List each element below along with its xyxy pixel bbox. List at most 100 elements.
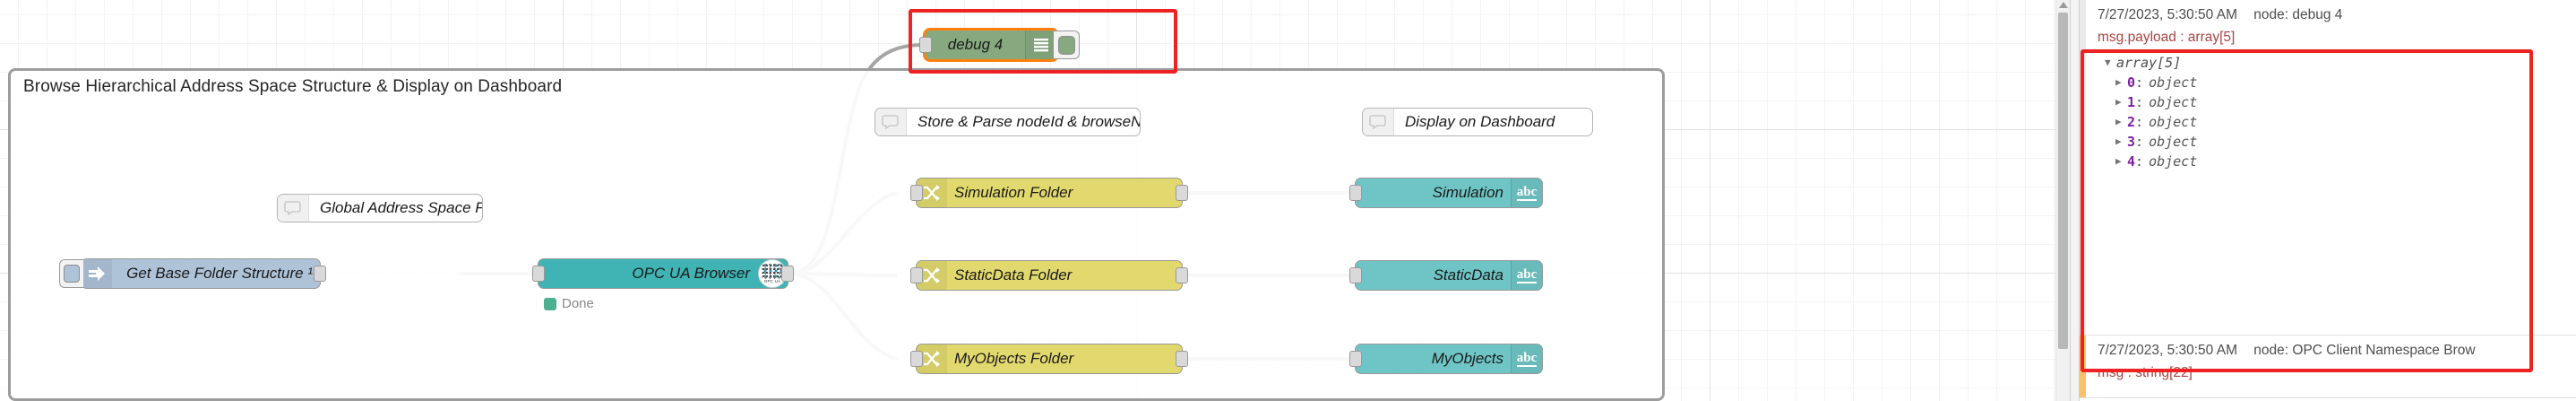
opc-ua-logo-dots [762,263,783,279]
tree-root-label: array[5] [2116,55,2182,71]
comment-label: Store & Parse nodeId & browseName [918,113,1140,130]
tree-root-row[interactable]: ▼ array[5] [2101,53,2568,73]
chevron-right-icon[interactable]: ▶ [2115,116,2122,127]
status-label: Done [562,296,594,311]
abc-text-icon: abc [1511,344,1542,373]
inject-node-label: Get Base Folder Structure ¹ [126,265,313,282]
debug-sidebar-panel[interactable]: 7/27/2023, 5:30:50 AM node: debug 4 msg.… [2079,0,2576,401]
tree-item-colon: : [2135,153,2144,170]
debug-message-meta: 7/27/2023, 5:30:50 AM node: OPC Client N… [2098,343,2568,359]
canvas-vertical-scrollbar[interactable] [2055,0,2070,401]
ui-text-node-staticdata[interactable]: StaticData abc [1349,260,1543,291]
debug-message-item[interactable]: 7/27/2023, 5:30:50 AM node: debug 4 msg.… [2080,0,2576,336]
input-port[interactable] [910,351,923,367]
debug-message-meta: 7/27/2023, 5:30:50 AM node: debug 4 [2098,7,2568,23]
input-port[interactable] [1349,185,1362,201]
switch-icon [917,261,947,290]
debug-node-label: debug 4 [947,36,1004,53]
ui-text-node-simulation[interactable]: Simulation abc [1349,178,1543,208]
message-accent-bar [2080,336,2086,397]
comment-label: Display on Dashboard [1405,113,1555,130]
debug-timestamp: 7/27/2023, 5:30:50 AM [2098,7,2237,22]
debug-message-topic: msg.payload : array[5] [2098,30,2236,45]
inject-trigger-button[interactable] [59,259,83,288]
debug-node-debug-4[interactable]: debug 4 [919,28,1080,62]
tree-item-row[interactable]: ▶ 3 : object [2101,132,2568,152]
tree-item-colon: : [2135,94,2144,110]
tree-item-index: 3 [2127,134,2136,150]
input-port[interactable] [910,185,923,201]
tree-item-index: 2 [2127,114,2136,130]
tree-item-index: 0 [2127,74,2136,91]
scroll-up-arrow-icon[interactable] [2059,2,2068,8]
abc-glyph: abc [1516,185,1538,202]
abc-glyph: abc [1516,351,1538,368]
debug-timestamp: 7/27/2023, 5:30:50 AM [2098,343,2237,358]
input-port[interactable] [910,267,923,283]
switch-node-staticdata-folder[interactable]: StaticData Folder [910,260,1188,291]
comment-icon [875,109,907,135]
tree-item-row[interactable]: ▶ 1 : object [2101,92,2568,112]
output-port[interactable] [781,266,794,282]
tree-item-type: object [2149,114,2198,130]
tree-item-colon: : [2135,74,2144,91]
tree-item-type: object [2149,153,2198,170]
comment-node-global-address-space[interactable]: Global Address Space Folder Browse [277,194,483,222]
input-port[interactable] [919,37,932,53]
switch-node-label: MyObjects Folder [954,350,1074,367]
flow-canvas[interactable]: Browse Hierarchical Address Space Struct… [0,0,2070,401]
output-port[interactable] [314,266,326,282]
tree-item-row[interactable]: ▶ 4 : object [2101,152,2568,171]
message-accent-bar [2080,0,2086,335]
output-port[interactable] [1176,185,1188,201]
abc-glyph: abc [1516,267,1538,284]
ui-text-node-label: StaticData [1433,266,1503,283]
tree-item-colon: : [2135,114,2144,130]
switch-node-simulation-folder[interactable]: Simulation Folder [910,178,1188,208]
debug-node-reference: node: debug 4 [2253,7,2343,22]
switch-node-myobjects-folder[interactable]: MyObjects Folder [910,344,1188,374]
input-port[interactable] [532,266,545,282]
debug-node-reference: node: OPC Client Namespace Brow [2253,343,2476,358]
opcua-browser-label: OPC UA Browser [632,265,750,282]
chevron-right-icon[interactable]: ▶ [2115,76,2122,88]
output-port[interactable] [1176,267,1188,283]
comment-icon [278,195,309,222]
chevron-right-icon[interactable]: ▶ [2115,135,2122,147]
tree-item-index: 1 [2127,94,2136,110]
switch-node-label: StaticData Folder [954,266,1073,283]
ui-text-node-label: MyObjects [1431,350,1503,367]
chevron-down-icon[interactable]: ▼ [2105,57,2111,68]
debug-message-topic: msg : string[22] [2098,365,2193,380]
chevron-right-icon[interactable]: ▶ [2115,155,2122,167]
tree-item-index: 4 [2127,153,2136,170]
abc-text-icon: abc [1511,179,1542,207]
opcua-browser-node[interactable]: OPC UA Browser OPC UA [532,258,794,289]
ui-text-node-myobjects[interactable]: MyObjects abc [1349,344,1543,374]
abc-text-icon: abc [1511,261,1542,290]
inject-arrow-icon [82,259,112,288]
tree-item-type: object [2149,94,2198,110]
chevron-right-icon[interactable]: ▶ [2115,96,2122,108]
comment-node-display-dashboard[interactable]: Display on Dashboard [1362,108,1593,136]
comment-label: Global Address Space Folder Browse [320,199,482,216]
debug-message-item[interactable]: 7/27/2023, 5:30:50 AM node: OPC Client N… [2080,336,2576,398]
input-port[interactable] [1349,267,1362,283]
debug-payload-tree[interactable]: ▼ array[5] ▶ 0 : object ▶ 1 : object ▶ [2098,53,2568,171]
opc-ua-logo-text: OPC UA [763,278,781,283]
input-port[interactable] [1349,351,1362,367]
comment-node-store-parse[interactable]: Store & Parse nodeId & browseName [874,108,1141,136]
debug-enable-toggle-button[interactable] [1054,31,1080,59]
inject-button-face [64,265,80,283]
tree-item-type: object [2149,134,2198,150]
debug-lines-icon [1025,31,1056,59]
tree-item-type: object [2149,74,2198,91]
tree-item-row[interactable]: ▶ 0 : object [2101,73,2568,92]
output-port[interactable] [1176,351,1188,367]
scrollbar-thumb[interactable] [2058,13,2068,349]
tree-item-row[interactable]: ▶ 2 : object [2101,112,2568,132]
inject-node-get-base-folder-structure[interactable]: Get Base Folder Structure ¹ [59,258,326,289]
status-dot [544,297,556,310]
debug-toggle-face [1057,35,1075,55]
